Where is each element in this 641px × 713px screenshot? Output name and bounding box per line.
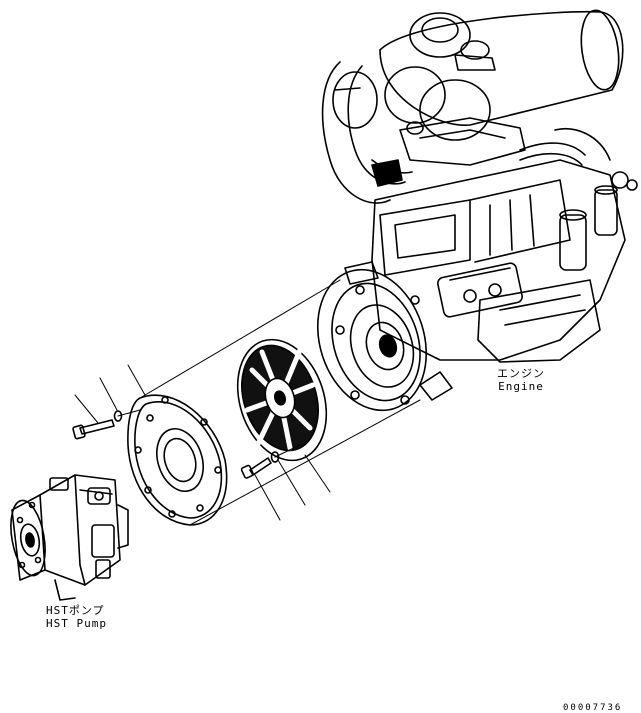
engine-label-jp: エンジン	[497, 367, 545, 380]
bolt-left	[72, 419, 115, 440]
washer-left	[113, 410, 123, 422]
engine-assembly	[316, 9, 638, 412]
engine-label-en: Engine	[498, 380, 544, 393]
washer-right	[270, 451, 280, 463]
drawing-code: 00007736	[563, 703, 623, 713]
leader-lines	[74, 364, 331, 521]
flywheel-adapter-plate	[127, 394, 228, 526]
hst-pump	[10, 474, 129, 601]
hst-pump-label-jp: HSTポンプ	[46, 604, 105, 617]
hst-pump-label: HSTポンプ HST Pump	[46, 604, 107, 630]
engine-label: エンジン Engine	[497, 367, 545, 393]
alignment-lines	[117, 279, 421, 526]
damper-coupling	[236, 338, 328, 462]
bolt-right	[240, 457, 272, 479]
hst-pump-label-en: HST Pump	[46, 617, 107, 630]
